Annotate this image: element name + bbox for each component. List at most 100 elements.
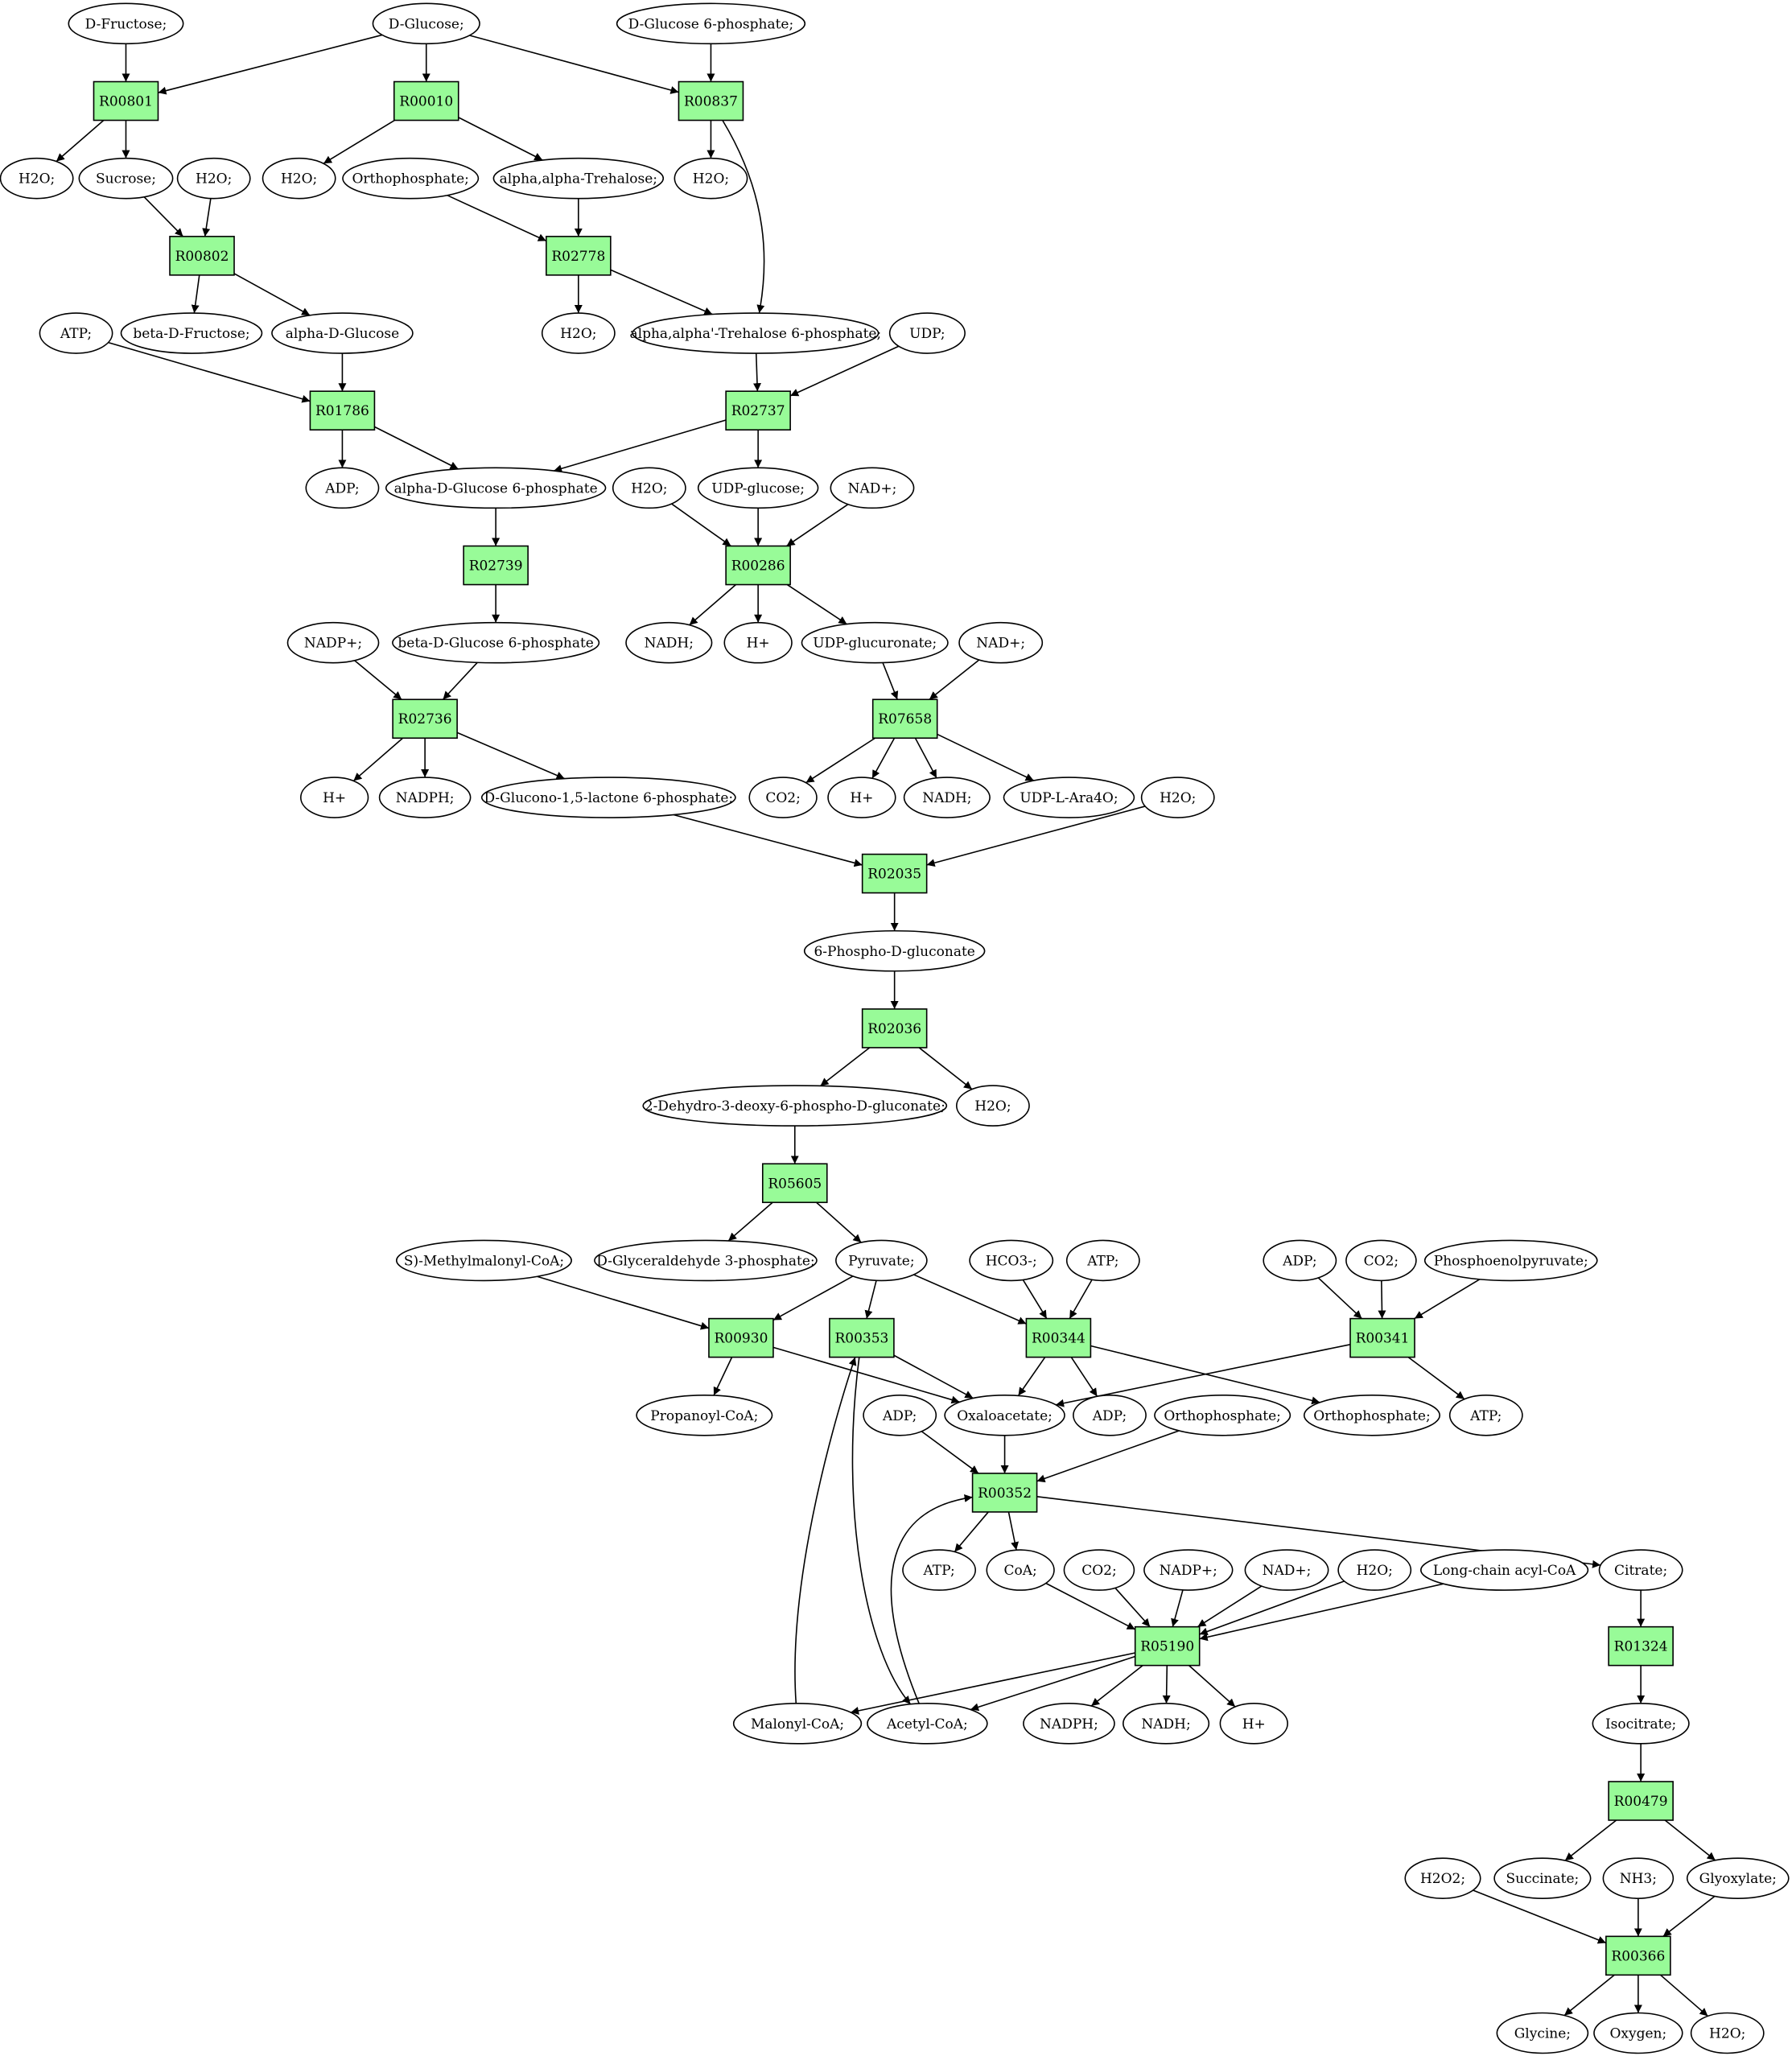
compound-node-c_nadh_2: NADH; [903,777,991,818]
node-label: UDP-glucose; [711,480,805,496]
edge-c_udp-to-r02737 [789,345,900,397]
compound-node-c_nadh_3: NADH; [1122,1703,1210,1745]
compound-node-c_dg6p: D-Glucose 6-phosphate; [616,2,806,45]
node-label: ATP; [1469,1408,1502,1424]
edge-r00010-to-c_h2o_3 [323,119,395,164]
edge-c_smethylmalonyl-to-r00930 [537,1275,710,1330]
compound-node-c_bdg6p: beta-D-Glucose 6-phosphate [392,621,600,664]
node-label: H2O; [1160,790,1196,806]
node-label: R01324 [1614,1639,1668,1655]
edge-c_tre6p-to-r02737 [752,352,761,392]
compound-node-c_h2o_8: H2O; [955,1085,1030,1127]
edge-r01786-to-c_adg6p [374,426,459,470]
edge-r07658-to-c_udparao [937,733,1034,781]
node-label: CO2; [765,790,801,806]
edge-r05190-to-c_nadh_3 [1162,1665,1171,1704]
compound-node-c_glycine: Glycine; [1496,2012,1589,2054]
node-label: NAD+; [848,480,897,496]
node-label: Propanoyl-CoA; [650,1408,758,1424]
edge-r05190-to-c_malonyl [850,1652,1135,1715]
node-label: ATP; [922,1563,954,1579]
edge-c_h2o2-to-r00366 [1473,1889,1607,1944]
node-label: NADH; [1141,1716,1190,1733]
node-label: Isocitrate; [1605,1716,1676,1733]
edge-r00344-to-c_oxaloacetate [1017,1357,1046,1396]
node-label: Oxaloacetate; [957,1408,1053,1424]
compound-node-c_g3p: D-Glyceraldehyde 3-phosphate; [594,1239,818,1282]
compound-node-c_orthophosphate_3: Orthophosphate; [1303,1394,1441,1436]
compound-node-c_oxaloacetate: Oxaloacetate; [944,1394,1065,1436]
compound-node-c_adp_4: ADP; [1073,1394,1147,1436]
compound-node-c_pep: Phosphoenolpyruvate; [1423,1239,1598,1282]
node-label: NADP+; [304,636,362,652]
node-label: D-Glucose 6-phosphate; [628,16,794,32]
compound-node-c_h2o_2: H2O; [176,157,251,200]
edge-c_nadp_1-to-r02736 [354,660,402,700]
edge-r02736-to-c_glucono [456,731,565,780]
reaction-node-r02737: R02737 [725,390,791,431]
node-label: Pyruvate; [848,1253,914,1269]
edge-c_adp_3-to-r00352 [921,1431,979,1474]
edge-r00837-to-c_tre6p [722,120,765,314]
node-label: 2-Dehydro-3-deoxy-6-phospho-D-gluconate; [645,1098,945,1115]
reaction-node-r00802: R00802 [169,236,235,276]
edge-c_nad_3-to-r05190 [1197,1585,1263,1628]
compound-node-c_h2o_6: H2O; [612,467,686,509]
edge-c_glucono-to-r02035 [673,814,863,867]
compound-node-c_dfructose: D-Fructose; [68,2,184,45]
compound-node-c_nadph_2: NADPH; [1023,1703,1115,1745]
edge-c_nad_1-to-r00286 [786,504,849,547]
node-label: R00341 [1356,1331,1410,1347]
edge-r00010-to-c_trehalose [458,117,543,161]
reaction-node-r02739: R02739 [463,545,529,586]
compound-node-c_malonyl: Malonyl-CoA; [732,1703,863,1745]
edge-c_dglucose-to-r00837 [469,35,679,94]
node-label: alpha,alpha-Trehalose; [500,171,657,187]
node-label: Glyoxylate; [1699,1871,1777,1887]
reaction-node-r00366: R00366 [1605,1935,1671,1976]
compound-node-c_co2_2: CO2; [1345,1239,1417,1282]
node-label: R00837 [684,94,738,110]
compound-node-c_isocitrate: Isocitrate; [1592,1703,1690,1745]
edge-c_nadp_2-to-r05190 [1171,1589,1184,1627]
reaction-node-r00479: R00479 [1608,1781,1674,1821]
node-label: H2O; [560,326,596,342]
node-label: R02739 [469,558,523,575]
node-label: H+ [1242,1716,1266,1733]
node-label: NAD+; [1263,1563,1312,1579]
node-label: H2O; [1709,2026,1745,2042]
compound-node-c_nad_3: NAD+; [1244,1549,1329,1591]
edge-c_pyruvate-to-r00344 [913,1274,1027,1325]
compound-node-c_orthophosphate_2: Orthophosphate; [1154,1394,1291,1436]
compound-node-c_bdfructose: beta-D-Fructose; [120,312,263,354]
node-label: beta-D-Glucose 6-phosphate [398,636,593,652]
edges-layer [56,34,1716,2017]
node-label: NADP+; [1160,1563,1217,1579]
edge-r07658-to-c_nadh_2 [914,737,937,779]
edge-c_pep-to-r00341 [1414,1279,1481,1320]
node-label: R02035 [867,867,921,883]
compound-node-c_adglucose: alpha-D-Glucose [271,312,414,354]
edge-r02736-to-c_hplus_2 [352,737,404,782]
compound-node-c_h2o_1: H2O; [0,157,74,200]
node-label: R00344 [1032,1331,1085,1347]
node-label: 6-Phospho-D-gluconate [814,944,974,960]
compound-node-c_pyruvate: Pyruvate; [835,1239,928,1282]
node-label: R00479 [1614,1794,1668,1810]
compound-node-c_propanoyl: Propanoyl-CoA; [636,1394,773,1436]
node-label: H2O; [974,1098,1011,1115]
node-label: H2O; [631,480,667,496]
reaction-node-r05605: R05605 [761,1163,828,1204]
compound-node-c_hplus_1: H+ [723,621,793,664]
reaction-node-r01786: R01786 [309,390,376,431]
reaction-node-r01324: R01324 [1608,1625,1674,1667]
node-label: S)-Methylmalonyl-CoA; [404,1253,564,1269]
compound-node-c_h2o_5: H2O; [541,312,616,354]
edge-r00930-to-c_propanoyl [713,1357,733,1396]
reaction-node-r00344: R00344 [1025,1317,1092,1358]
compound-node-c_glyoxylate: Glyoxylate; [1686,1857,1790,1899]
node-label: Acetyl-CoA; [886,1716,968,1733]
edge-c_hco3-to-r00344 [1022,1279,1048,1320]
node-label: R02036 [867,1021,921,1037]
edge-c_malonyl-to-r00353 [794,1357,857,1704]
